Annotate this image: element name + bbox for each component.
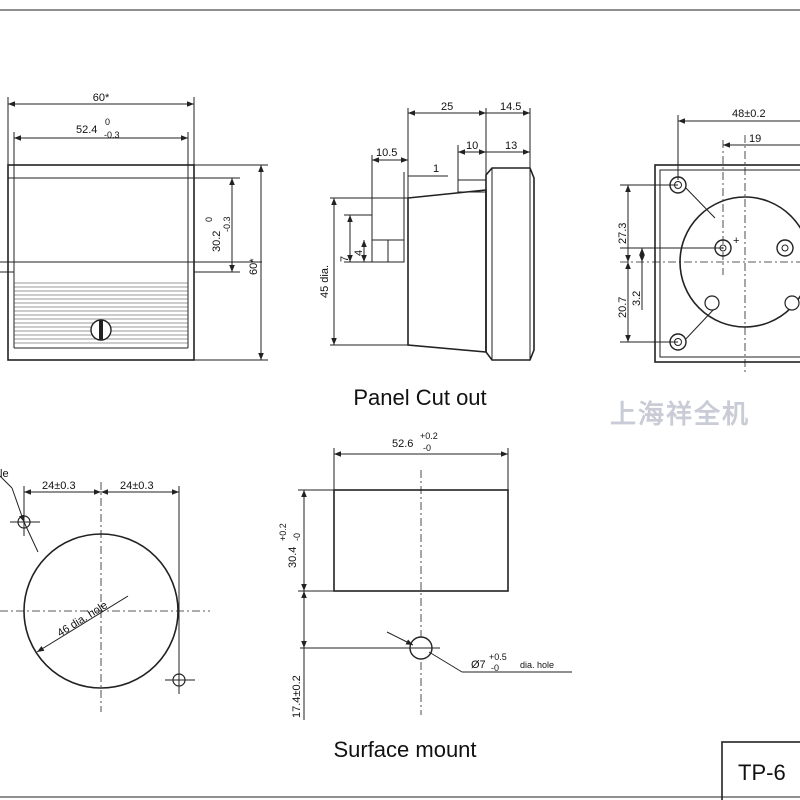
height-inner-tol-bottom: -0.3	[222, 216, 232, 232]
h-27-3-label: 27.3	[617, 223, 629, 244]
surface-mount-title: Surface mount	[333, 737, 476, 762]
rear-terminal-minus	[776, 239, 794, 257]
h-3-2-label: 3.2	[631, 291, 643, 306]
depth-14-5-label: 14.5	[500, 101, 521, 113]
model-label: TP-6	[738, 760, 786, 785]
depth-25-label: 25	[441, 101, 453, 113]
front-view: 60* 52.4 0 -0.3 30.2 0 -0.3 60*	[0, 92, 268, 361]
height-inner-label: 30.2	[211, 231, 223, 252]
d-13-label: 13	[505, 140, 517, 152]
dia-45-label: 45 dia.	[319, 265, 331, 298]
cutout-hole-label-fragment: le	[0, 468, 9, 480]
rear-lower-hole-left	[704, 295, 720, 311]
rear-view: + 48±0.2 19 27.3 3.2 20.7	[617, 108, 800, 375]
d-24-right-label: 24±0.3	[120, 480, 154, 492]
side-body	[407, 189, 487, 353]
width-inner-tol-bottom: -0.3	[104, 130, 120, 140]
h-30-4-tol-top: +0.2	[278, 523, 288, 541]
h-30-4-tol-bottom: -0	[292, 533, 302, 541]
d-10-label: 10	[466, 140, 478, 152]
panel-cutout-view: le 24±0.3 24±0.3 46 dia. hole	[0, 468, 210, 712]
height-inner-tol-top: 0	[204, 217, 214, 222]
hole-dia-label: Ø7	[471, 659, 486, 671]
hole-dia-suffix: dia. hole	[520, 660, 554, 670]
drawing-frame	[0, 9, 800, 798]
w-52-6-tol-bottom: -0	[423, 443, 431, 453]
width-outer-label: 60*	[93, 92, 110, 104]
h-17-4-label: 17.4±0.2	[291, 675, 303, 718]
rear-body-outline	[654, 164, 800, 363]
w-52-6-label: 52.6	[392, 438, 413, 450]
height-outer-label: 60*	[248, 258, 260, 275]
width-inner-tol-top: 0	[105, 117, 110, 127]
w-52-6-tol-top: +0.2	[420, 431, 438, 441]
h-30-4-label: 30.4	[287, 547, 299, 568]
title-block: TP-6	[721, 741, 800, 800]
d-10-5-label: 10.5	[376, 147, 397, 159]
watermark-text: 上海祥全机	[610, 399, 750, 429]
d-4-label: 4	[353, 250, 365, 256]
surface-mount-view: 52.6 +0.2 -0 30.4 +0.2 -0 17.4±0.2 Ø7 +0…	[278, 431, 572, 720]
side-bezel	[485, 167, 535, 361]
dia-46-label: 46 dia. hole	[55, 599, 110, 639]
rear-lower-hole-right	[784, 295, 800, 311]
hole-dia-tol-bottom: -0	[491, 663, 499, 673]
d-24-left-label: 24±0.3	[42, 480, 76, 492]
w-19-label: 19	[749, 133, 761, 145]
hole-dia-tol-top: +0.5	[489, 652, 507, 662]
plus-sign: +	[733, 235, 739, 247]
d-1-label: 1	[433, 163, 439, 175]
d-7-label: 7	[339, 256, 351, 262]
side-view: 25 14.5 10.5 1 10 13 45 dia. 7 4	[319, 101, 535, 361]
width-inner-label: 52.4	[76, 124, 97, 136]
panel-cutout-title: Panel Cut out	[353, 385, 486, 410]
h-20-7-label: 20.7	[617, 297, 629, 318]
w-48-label: 48±0.2	[732, 108, 766, 120]
